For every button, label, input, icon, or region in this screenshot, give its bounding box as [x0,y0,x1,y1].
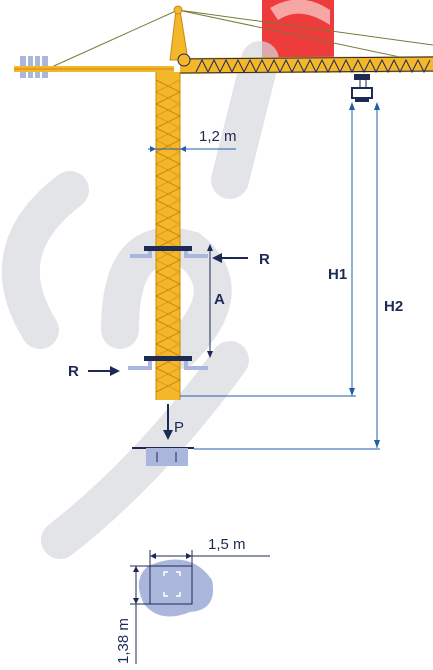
foundation-base [132,447,194,466]
dimension-A [207,244,213,358]
counter-jib [14,66,174,72]
reaction-arrow-left [88,366,120,376]
jib-ties [44,9,433,71]
reaction-arrow-right [212,253,248,263]
base-plan-view [138,559,214,617]
label-R-right: R [259,251,270,268]
label-A: A [214,291,225,308]
label-base-width: 1,5 m [208,536,246,553]
lower-collar [128,356,208,370]
label-P: P [174,419,184,436]
dimension-H1 [180,102,356,397]
crane-apex [169,5,191,67]
main-jib [179,56,433,74]
trolley-hook [351,74,373,102]
label-H2: H2 [384,298,403,315]
dimension-H2 [194,102,380,450]
label-base-depth: 1,38 m [115,618,132,664]
label-mast-width: 1,2 m [199,128,237,145]
dimension-mast-width [148,146,236,152]
upper-collar [130,246,208,258]
tower-mast [154,72,182,400]
dimension-base-width [149,550,270,566]
dimension-base-depth [130,565,150,664]
load-arrow-P [163,404,173,440]
label-R-left: R [68,363,79,380]
label-H1: H1 [328,266,347,283]
